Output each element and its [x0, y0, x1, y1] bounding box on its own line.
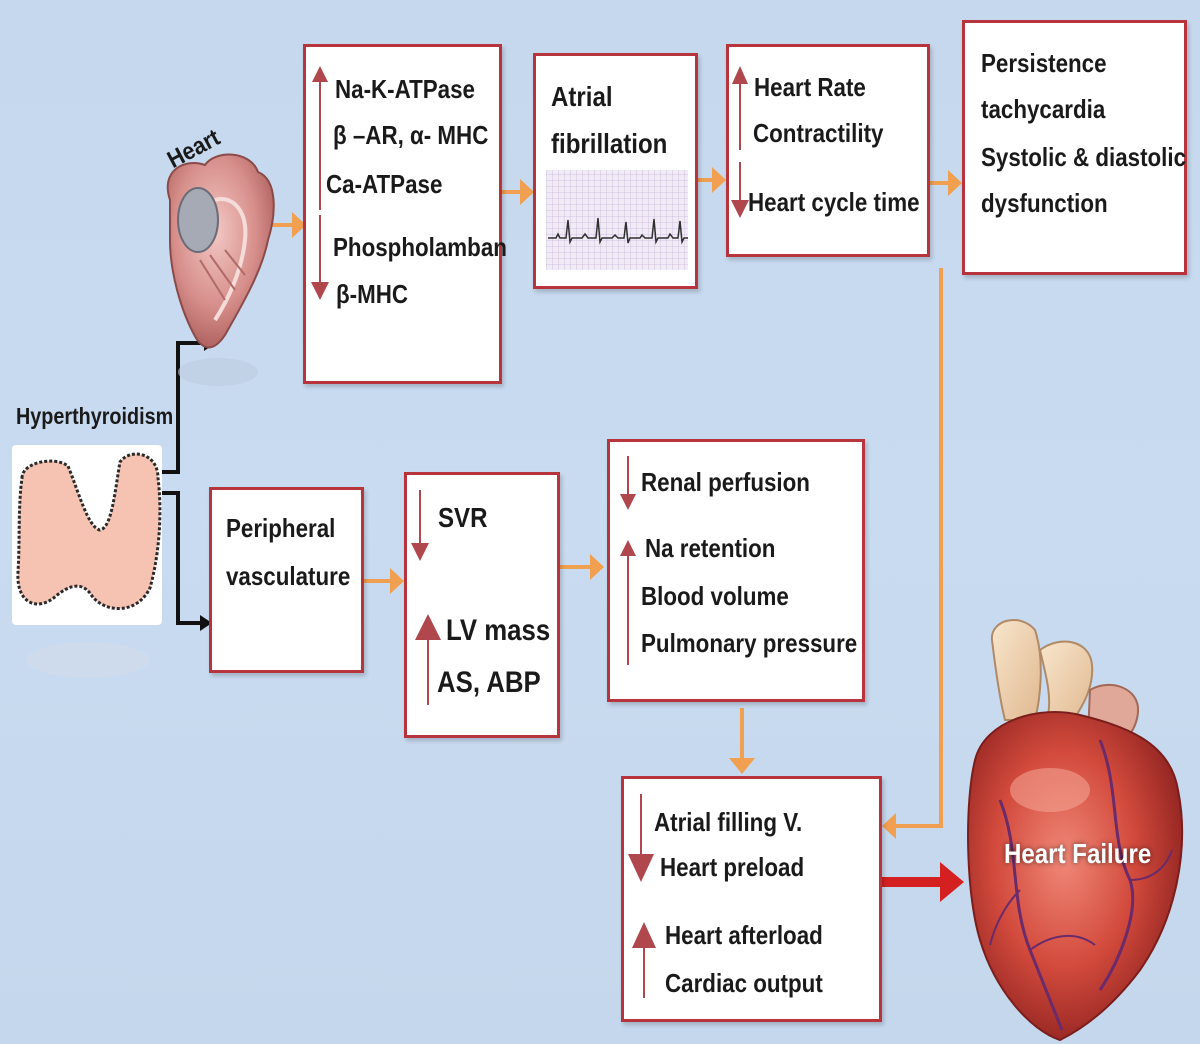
peripheral-line-2: vasculature — [226, 561, 351, 591]
molecular-line-1: Na-K-ATPase — [335, 74, 475, 104]
hyperthyroidism-label: Hyperthyroidism — [16, 403, 174, 429]
up-arrow-icon — [312, 66, 328, 82]
molecular-line-4: Phospholamban — [333, 232, 507, 262]
molecular-line-3: Ca-ATPase — [326, 169, 443, 199]
preload-line-2: Heart preload — [660, 852, 805, 882]
molecular-line-2: β –AR, α- MHC — [333, 120, 489, 150]
preload-line-4: Cardiac output — [665, 968, 823, 998]
svr-line-3: AS, ABP — [437, 666, 541, 699]
down-arrow-icon — [620, 494, 636, 510]
persistence-line-4: dysfunction — [981, 188, 1108, 218]
peripheral-vasculature-box — [209, 487, 364, 673]
renal-line-1: Renal perfusion — [641, 467, 810, 497]
up-arrow-icon — [632, 922, 656, 948]
up-arrow-icon — [620, 540, 636, 556]
peripheral-line-1: Peripheral — [226, 513, 336, 543]
persistence-line-1: Persistence — [981, 48, 1107, 78]
persistence-line-2: tachycardia — [981, 94, 1106, 124]
molecular-changes-box — [303, 44, 502, 384]
svr-line-2: LV mass — [446, 614, 551, 647]
renal-line-4: Pulmonary pressure — [641, 628, 858, 658]
renal-box — [607, 439, 865, 702]
renal-line-3: Blood volume — [641, 581, 789, 611]
hr-line-3: Heart cycle time — [748, 187, 920, 217]
af-line-1: Atrial — [551, 81, 613, 112]
down-arrow-icon — [628, 854, 654, 882]
af-line-2: fibrillation — [551, 128, 668, 159]
heart-failure-label: Heart Failure — [1004, 838, 1152, 869]
preload-line-3: Heart afterload — [665, 920, 823, 950]
hr-line-2: Contractility — [753, 118, 884, 148]
molecular-line-5: β-MHC — [336, 279, 409, 309]
down-arrow-icon — [311, 282, 329, 300]
up-arrow-icon — [415, 614, 441, 640]
preload-line-1: Atrial filling V. — [654, 807, 803, 837]
hr-line-1: Heart Rate — [754, 72, 866, 102]
up-arrow-icon — [732, 66, 748, 84]
renal-line-2: Na retention — [645, 533, 776, 563]
svr-line-1: SVR — [438, 502, 488, 533]
down-arrow-icon — [411, 543, 429, 561]
svr-box — [404, 472, 560, 738]
preload-afterload-box — [621, 776, 882, 1022]
persistence-line-3: Systolic & diastolic — [981, 142, 1187, 172]
persistence-box — [962, 20, 1187, 275]
heart-rate-box — [726, 44, 930, 257]
down-arrow-icon — [731, 200, 749, 218]
